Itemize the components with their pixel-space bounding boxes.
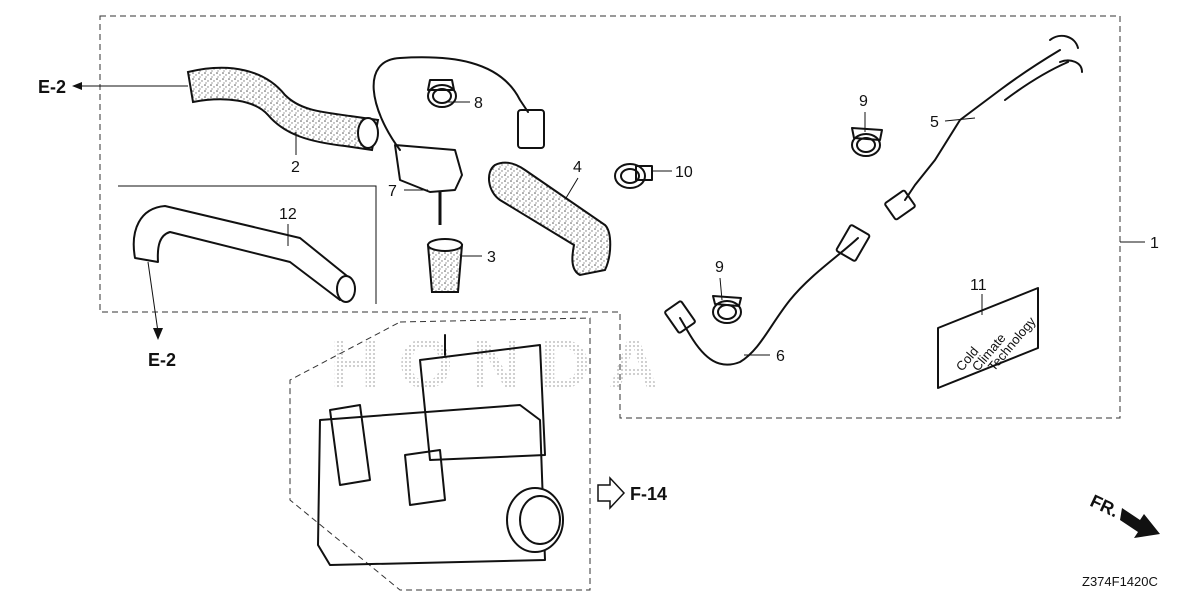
clip-9-bottom (712, 295, 742, 324)
ref-f14: F-14 (630, 484, 667, 504)
callout-11: 11 (970, 277, 987, 294)
callout-12: 12 (279, 206, 297, 223)
hose-12-box (118, 185, 377, 304)
harness-5 (884, 34, 1083, 221)
leader-9b (719, 277, 723, 301)
svg-text:HONDA: HONDA (330, 325, 677, 403)
air-cleaner (317, 334, 564, 566)
grommet-3 (426, 244, 464, 293)
ref-front: FR. (1087, 491, 1122, 521)
hose-4 (488, 161, 612, 277)
callout-1: 1 (1150, 235, 1159, 252)
f14-arrow-icon (597, 476, 626, 510)
brand-watermark: HONDA (330, 325, 677, 403)
harness-6 (664, 224, 871, 366)
callout-3: 3 (487, 249, 496, 266)
sensor-7-connector (517, 109, 545, 149)
e2-bottom-arrowhead (153, 328, 163, 340)
diagram-code: Z374F1420C (1082, 574, 1158, 589)
callout-10: 10 (675, 164, 693, 181)
assembly-boundary (99, 15, 1121, 419)
callout-9-bottom: 9 (715, 259, 724, 276)
hose-12 (132, 205, 353, 301)
leader-5 (944, 117, 976, 122)
grommet-3-top (427, 238, 463, 252)
callout-5: 5 (930, 114, 939, 131)
callout-7: 7 (388, 183, 397, 200)
sensor-7-body (394, 144, 463, 193)
decal-11: Cold Climate Technology (937, 287, 1039, 389)
clip-8 (427, 79, 457, 108)
callout-8: 8 (474, 95, 483, 112)
hose-12-end (336, 275, 356, 303)
hose-2 (186, 66, 380, 152)
ref-e2-top: E-2 (38, 77, 66, 97)
sensor-7-wire (372, 56, 529, 151)
leader-4 (565, 177, 579, 199)
callout-2: 2 (291, 159, 300, 176)
air-cleaner-region (289, 317, 591, 591)
callout-6: 6 (776, 348, 785, 365)
clip-10 (614, 163, 653, 189)
front-arrow-icon (1120, 508, 1160, 538)
ref-e2-bottom: E-2 (148, 350, 176, 370)
clip-9-top (851, 127, 883, 157)
hose-2-end (357, 117, 379, 149)
callout-4: 4 (573, 159, 582, 176)
callout-9-top: 9 (859, 93, 868, 110)
e2-top-arrowhead (72, 82, 82, 90)
e2-bottom-arrow (147, 261, 159, 333)
